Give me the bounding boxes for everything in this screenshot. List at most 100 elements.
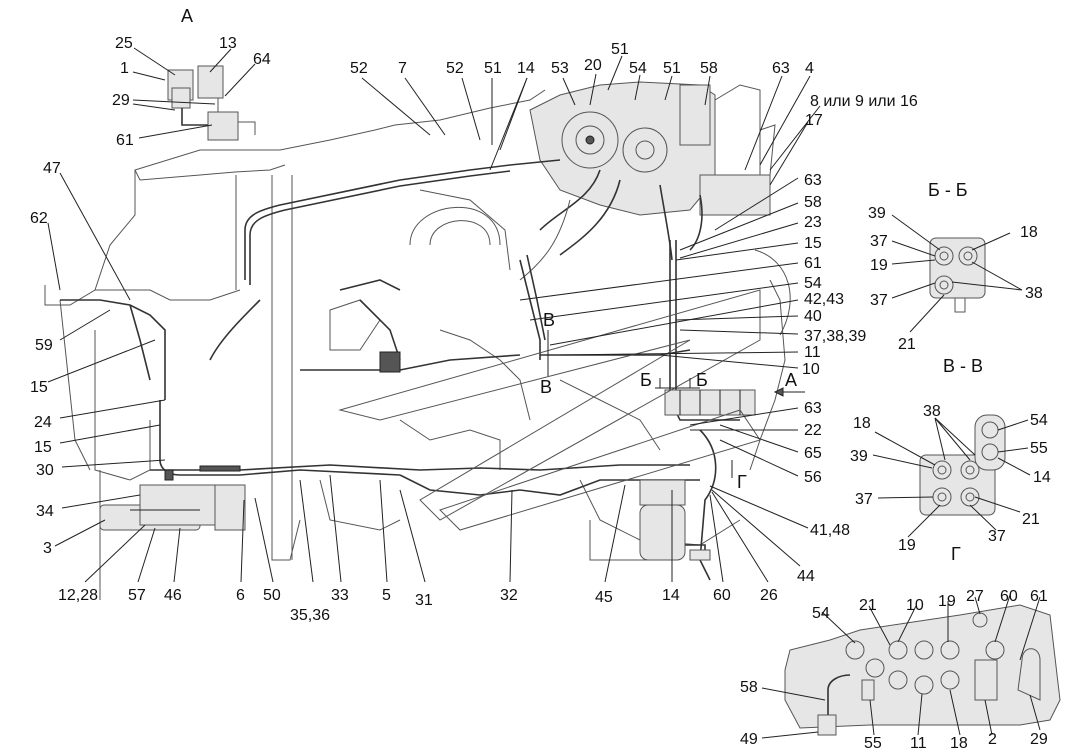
callout-label: 21	[859, 597, 877, 614]
callout-label: 63	[804, 400, 822, 417]
marker-v-bottom: В	[540, 377, 552, 397]
callout-label: 21	[898, 336, 916, 353]
callout-label: 37	[870, 233, 888, 250]
marker-g: Г	[737, 472, 747, 492]
callout-label: 58	[740, 679, 758, 696]
marker-b-right: Б	[696, 370, 708, 390]
chassis-outline	[44, 89, 791, 600]
callout-label: 3	[43, 540, 52, 557]
callout-label: 59	[35, 337, 53, 354]
callout-label: 33	[331, 587, 349, 604]
callout-label: 37,38,39	[804, 328, 866, 345]
callout-label: 12,28	[58, 587, 98, 604]
callout-label: 23	[804, 214, 822, 231]
callout-label: 61	[804, 255, 822, 272]
callout-label: 63	[804, 172, 822, 189]
callout-label: 19	[870, 257, 888, 274]
callout-label: 44	[797, 568, 815, 585]
callout-label: 52	[446, 60, 464, 77]
callout-label: 19	[938, 593, 956, 610]
callout-label: 32	[500, 587, 518, 604]
callout-label: 18	[853, 415, 871, 432]
callout-label: 37	[870, 292, 888, 309]
callout-label: 51	[663, 60, 681, 77]
section-bb: Б - Б	[928, 180, 986, 313]
callout-label: 13	[219, 35, 237, 52]
section-bb-title: Б - Б	[928, 180, 968, 200]
callout-label: 37	[855, 491, 873, 508]
callout-label: 39	[850, 448, 868, 465]
callout-label: 14	[662, 587, 680, 604]
view-a-arrow: A	[773, 370, 805, 397]
callout-label: 65	[804, 445, 822, 462]
callout-label: 40	[804, 308, 822, 325]
callout-label: 54	[629, 60, 647, 77]
callout-label: 7	[398, 60, 407, 77]
callout-label: 20	[584, 57, 602, 74]
callout-label: 49	[740, 731, 758, 748]
valve-block	[664, 389, 756, 416]
view-g: Г	[784, 544, 1061, 736]
callout-label: 11	[910, 735, 927, 752]
callout-label: 58	[700, 60, 718, 77]
callout-label: 41,48	[810, 522, 850, 539]
callout-label: 45	[595, 589, 613, 606]
view-g-arrow: Г	[731, 460, 747, 492]
callout-label: 22	[804, 422, 822, 439]
callout-label: 37	[988, 528, 1006, 545]
callout-label: 6	[236, 587, 245, 604]
callout-label: 27	[966, 588, 984, 605]
callout-label: 58	[804, 194, 822, 211]
callout-label: 4	[805, 60, 814, 77]
callout-label: 5	[382, 587, 391, 604]
callout-label: 55	[864, 735, 882, 752]
callout-label: 38	[1025, 285, 1043, 302]
callout-label: 35,36	[290, 607, 330, 624]
callout-labels: 25 13 1 64 29 61 52 7 52 51 14 53 20 51 …	[30, 35, 1051, 752]
callout-label: 38	[923, 403, 941, 420]
callout-label: 15	[804, 235, 822, 252]
callout-label: 18	[950, 735, 968, 752]
section-v-marker: В В	[540, 310, 555, 397]
callout-label: 15	[30, 379, 48, 396]
callout-label: 42,43	[804, 291, 844, 308]
callout-label: 52	[350, 60, 368, 77]
route-arrow-outline	[338, 289, 761, 531]
callout-label: 64	[253, 51, 271, 68]
callout-label: 56	[804, 469, 822, 486]
callout-label: 46	[164, 587, 182, 604]
callout-label: 18	[1020, 224, 1038, 241]
callout-label: 8 или 9 или 16	[810, 93, 918, 110]
callout-label: 61	[116, 132, 134, 149]
marker-b-left: Б	[640, 370, 652, 390]
callout-label: 10	[906, 597, 924, 614]
hydraulic-cylinder	[99, 484, 246, 531]
callout-label: 24	[34, 414, 52, 431]
callout-label: 14	[517, 60, 535, 77]
marker-v-top: В	[543, 310, 555, 330]
callout-label: 19	[898, 537, 916, 554]
callout-label: 62	[30, 210, 48, 227]
callout-label: 2	[988, 731, 997, 748]
callout-label: 29	[112, 92, 130, 109]
callout-label: 10	[802, 361, 820, 378]
callout-label: 54	[1030, 412, 1048, 429]
callout-label: 31	[415, 592, 433, 609]
marker-a: A	[785, 370, 797, 390]
callout-label: 57	[128, 587, 146, 604]
leader-lines	[47, 47, 1041, 739]
callout-label: 51	[484, 60, 502, 77]
callout-label: 47	[43, 160, 61, 177]
section-vv: В - В	[919, 356, 1006, 516]
filter-unit	[639, 479, 711, 561]
callout-label: 14	[1033, 469, 1051, 486]
callout-label: 25	[115, 35, 133, 52]
view-g-title: Г	[951, 544, 961, 564]
section-vv-title: В - В	[943, 356, 983, 376]
callout-label: 39	[868, 205, 886, 222]
callout-label: 54	[804, 275, 822, 292]
callout-label: 30	[36, 462, 54, 479]
view-a: A	[167, 6, 256, 141]
pipe-network	[60, 159, 740, 581]
